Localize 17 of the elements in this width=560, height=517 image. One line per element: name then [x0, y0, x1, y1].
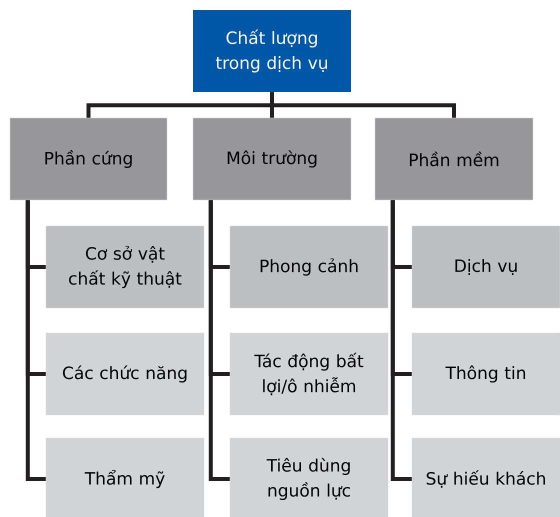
category-box: Phần mềm — [374, 118, 534, 200]
connector-line — [270, 92, 456, 118]
connector-line — [208, 200, 230, 481]
category-box: Môi trường — [192, 118, 352, 200]
item-box: Sự hiếu khách — [412, 438, 560, 517]
item-box: Phong cảnh — [230, 226, 388, 308]
connector-line — [390, 200, 412, 481]
item-box: Thông tin — [412, 332, 560, 416]
title-box: Chất lượng trong dịch vụ — [193, 10, 351, 92]
connector-line — [26, 200, 46, 481]
category-box: Phần cứng — [10, 118, 168, 200]
item-box: Các chức năng — [46, 332, 204, 416]
item-box: Tác động bất lợi/ô nhiễm — [230, 332, 388, 416]
item-box: Tiêu dùng nguồn lực — [230, 438, 388, 517]
item-box: Cơ sở vật chất kỹ thuật — [46, 226, 204, 308]
item-box: Thẩm mỹ — [46, 438, 204, 517]
item-box: Dịch vụ — [412, 226, 560, 308]
